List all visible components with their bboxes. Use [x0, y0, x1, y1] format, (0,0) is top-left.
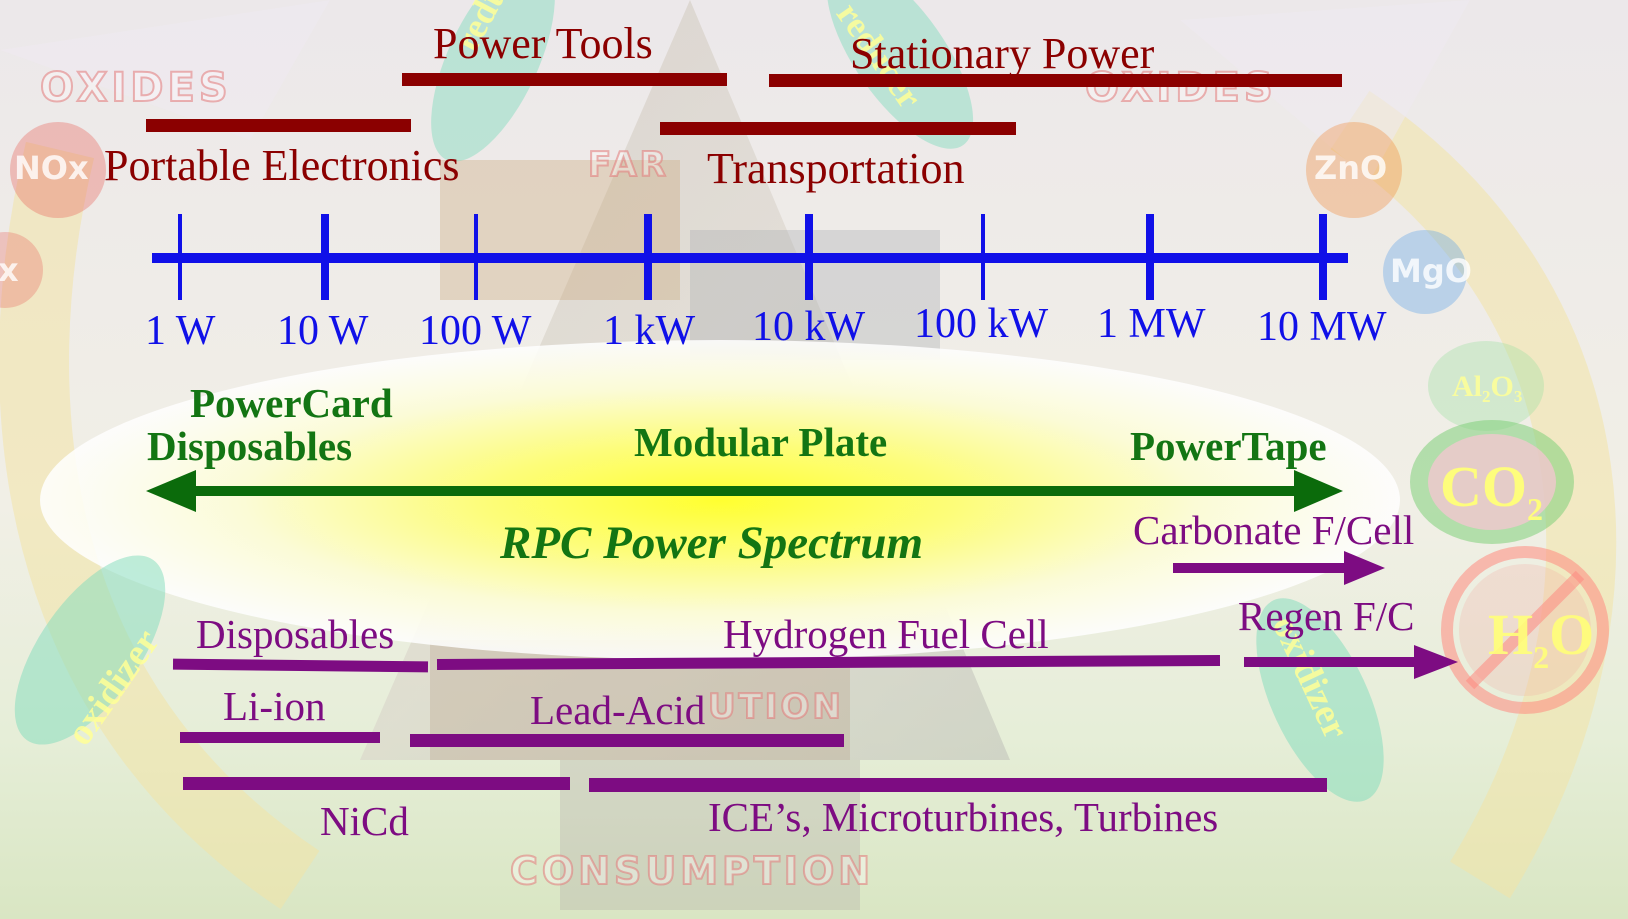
rpc-label-modular-plate: Modular Plate [634, 419, 888, 465]
tech-label-li-ion: Li-ion [223, 683, 326, 729]
tech-bar-ice [589, 778, 1327, 792]
tech-bar-nicd [183, 777, 570, 790]
bubble-co2: CO2 [1440, 454, 1543, 527]
axis-tick-label-100w: 100 W [419, 308, 532, 354]
rpc-label-powertape: PowerTape [1130, 423, 1327, 469]
rpc-label-disposables: Disposables [147, 423, 353, 469]
tech-label-hydrogen: Hydrogen Fuel Cell [723, 611, 1049, 657]
axis-tick-label-1kw: 1 kW [603, 308, 696, 354]
watermark-consumption: CONSUMPTION [509, 849, 875, 893]
sector-bar-stationary-power [769, 74, 1342, 87]
watermark-farming: FAR [587, 145, 669, 185]
axis-tick-label-10kw: 10 kW [752, 304, 866, 350]
tech-label-nicd: NiCd [320, 798, 409, 844]
power-axis-ticks [178, 214, 1327, 300]
sector-label-stationary-power: Stationary Power [850, 29, 1155, 78]
sector-bar-transportation [660, 122, 1016, 135]
tech-label-ice: ICE’s, Microturbines, Turbines [708, 794, 1219, 840]
tech-label-disposables: Disposables [196, 611, 395, 657]
rpc-spectrum-title: RPC Power Spectrum [500, 517, 924, 569]
axis-tick-label-10w: 10 W [277, 308, 369, 354]
axis-tick-label-1w: 1 W [145, 308, 216, 354]
sector-bar-portable-electronics [146, 119, 411, 132]
sector-label-portable-electronics: Portable Electronics [104, 141, 460, 190]
bubble-x: x [0, 251, 19, 289]
watermark-distribution: UTION [707, 687, 844, 727]
tech-label-lead-acid: Lead-Acid [530, 687, 706, 733]
tech-bar-li-ion [180, 732, 380, 743]
axis-tick-label-1mw: 1 MW [1097, 301, 1206, 347]
sector-label-power-tools: Power Tools [433, 19, 653, 68]
axis-tick-label-100kw: 100 kW [914, 301, 1049, 347]
bubble-h2o: H2O [1488, 602, 1595, 675]
rpc-label-powercard: PowerCard [190, 380, 393, 426]
watermark-oxides-left: OXIDES [39, 65, 232, 111]
bubble-nox: NOx [14, 149, 89, 187]
sector-bar-power-tools [402, 73, 727, 86]
bubble-mgo: MgO [1390, 252, 1472, 290]
bubble-al2o3: Al2O3 [1452, 370, 1523, 406]
bubble-zno: ZnO [1314, 149, 1388, 187]
sector-label-transportation: Transportation [707, 144, 965, 193]
axis-tick-label-10mw: 10 MW [1257, 304, 1387, 350]
tech-label-carbonate: Carbonate F/Cell [1133, 507, 1415, 553]
tech-bar-lead-acid [410, 734, 844, 747]
tech-label-regen: Regen F/C [1238, 593, 1415, 639]
